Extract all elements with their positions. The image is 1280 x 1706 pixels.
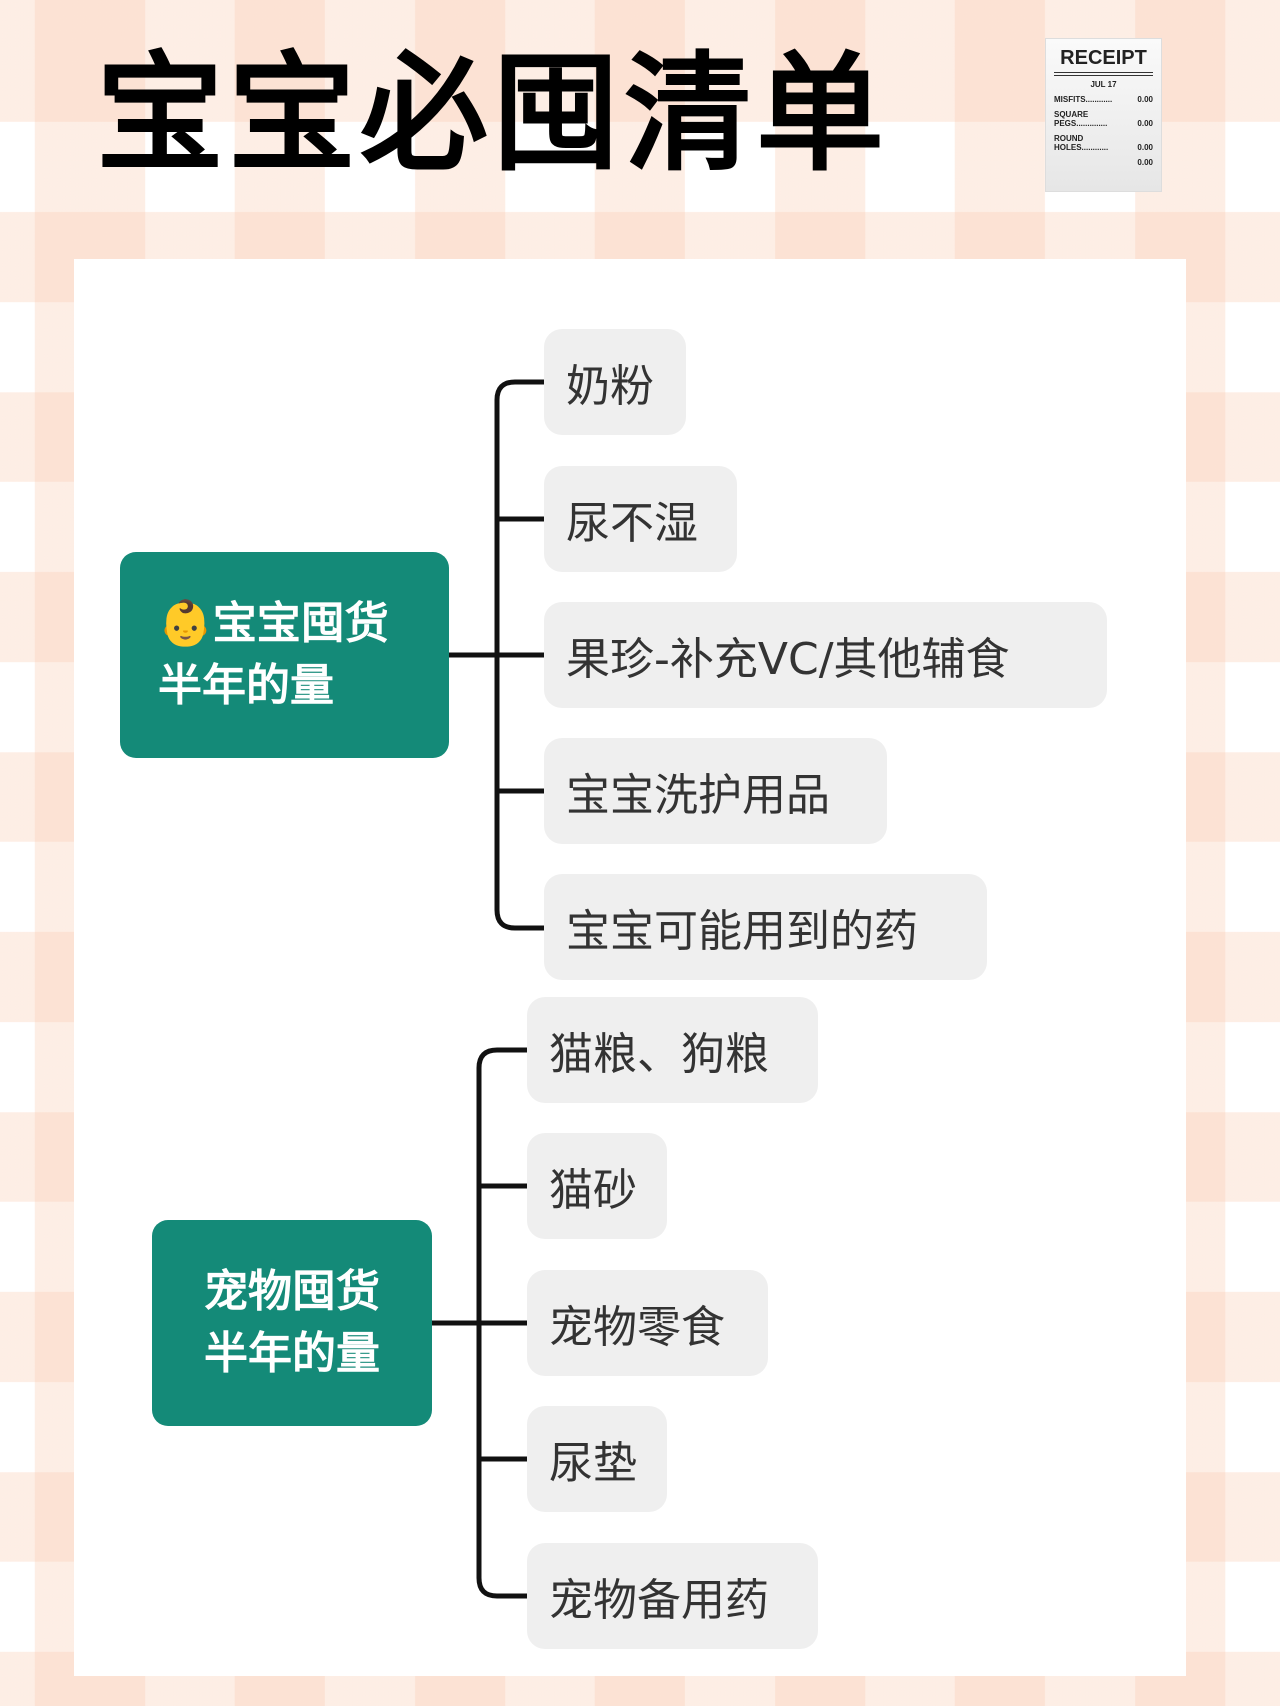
receipt-value: 0.00 [1137,119,1153,128]
connector-group-1 [449,379,544,931]
receipt-row: MISFITS............ 0.00 [1054,95,1153,104]
receipt-label: MISFITS............ [1054,95,1113,104]
receipt-value: 0.00 [1137,95,1153,104]
receipt-row: ROUND HOLES............ 0.00 [1054,134,1153,152]
receipt-value: 0.00 [1137,143,1153,152]
item-node: 宝宝可能用到的药 [544,874,987,980]
item-node: 宠物备用药 [527,1543,818,1649]
receipt-icon: RECEIPT JUL 17 MISFITS............ 0.00 S… [1045,38,1162,192]
page-title: 宝宝必囤清单 [96,40,889,189]
root-label-line2: 半年的量 [158,660,334,711]
root-node-baby: 👶宝宝囤货 半年的量 [120,552,449,758]
receipt-row: 0.00 [1054,158,1153,167]
receipt-date: JUL 17 [1090,80,1117,89]
item-node: 果珍-补充VC/其他辅食 [544,602,1107,708]
receipt-label: SQUARE PEGS.............. [1054,110,1108,128]
receipt-value: 0.00 [1137,158,1153,167]
item-node: 尿不湿 [544,466,737,572]
item-node: 奶粉 [544,329,686,435]
item-node: 宝宝洗护用品 [544,738,887,844]
receipt-label: ROUND HOLES............ [1054,134,1109,152]
item-node: 猫粮、狗粮 [527,997,818,1103]
receipt-heading: RECEIPT [1054,47,1153,76]
receipt-row: SQUARE PEGS.............. 0.00 [1054,110,1153,128]
item-node: 宠物零食 [527,1270,768,1376]
root-label-line1: 👶宝宝囤货 [158,598,389,649]
root-label-line2: 半年的量 [204,1328,380,1379]
item-node: 尿垫 [527,1406,667,1512]
connector-group-2 [432,1047,527,1599]
root-label-line1: 宠物囤货 [204,1266,380,1317]
root-node-pet: 宠物囤货 半年的量 [152,1220,432,1426]
item-node: 猫砂 [527,1133,667,1239]
